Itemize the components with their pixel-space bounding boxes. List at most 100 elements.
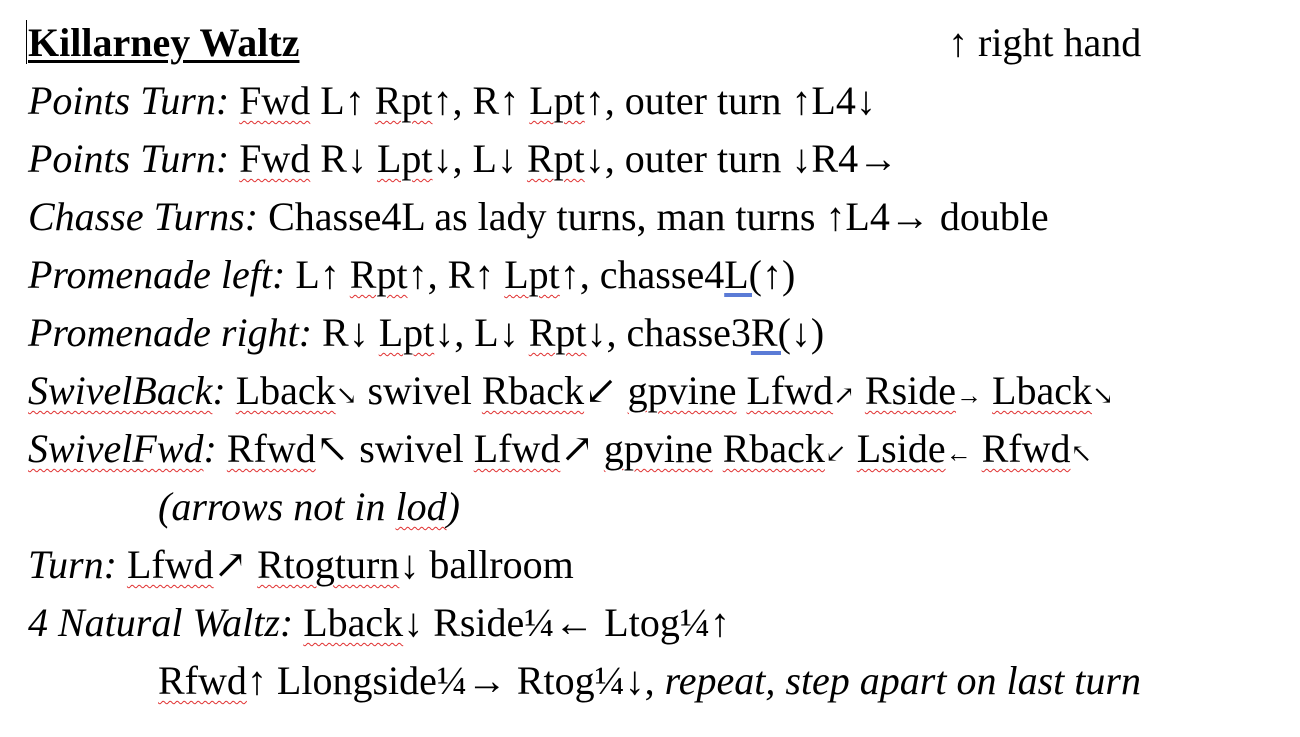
text-run — [618, 368, 628, 413]
text-run — [736, 368, 746, 413]
spell-flagged-word: Rpt — [349, 252, 408, 297]
line-natural-waltz-cont: Rfwd↑ Llongside¼→ Rtog¼↓, repeat, step a… — [158, 652, 1141, 709]
arrow-glyph: → — [956, 381, 983, 410]
text-run — [229, 136, 239, 181]
text-run: R↓ — [310, 136, 377, 181]
spell-flagged-word: Lpt — [378, 310, 435, 355]
line-natural-waltz: 4 Natural Waltz: Lback↓ Rside¼← Ltog¼↑ — [28, 594, 730, 651]
italic-note: repeat, step apart on last turn — [664, 658, 1141, 703]
figure-label: Points Turn: — [28, 136, 230, 181]
arrow-glyph: ← — [945, 439, 972, 468]
figure-label: Promenade right: — [28, 310, 313, 355]
arrow-glyph: ↘ — [335, 381, 358, 410]
spell-flagged-word: Lback — [992, 368, 1092, 413]
spell-flagged-word: Lpt — [376, 136, 433, 181]
text-run — [855, 368, 865, 413]
figure-label: Promenade left: — [28, 252, 286, 297]
text-run — [293, 600, 303, 645]
spell-flagged-word: Rpt — [374, 78, 433, 123]
text-run — [847, 426, 857, 471]
text-run: ↓, chasse3 — [586, 310, 751, 355]
text-run: ↓, L↓ — [434, 310, 529, 355]
figure-label: SwivelFwd — [28, 426, 204, 471]
label-colon: : — [212, 368, 226, 413]
spell-flagged-word: gpvine — [603, 426, 713, 471]
text-run — [972, 426, 982, 471]
text-run: ↑, R↑ — [432, 78, 530, 123]
text-run: ↓, outer turn ↓R4→ — [584, 136, 899, 181]
line-points-turn-2: Points Turn: Fwd R↓ Lpt↓, L↓ Rpt↓, outer… — [28, 130, 898, 187]
spell-flagged-word: Rfwd — [158, 658, 247, 703]
spell-flagged-word: Rpt — [526, 136, 585, 181]
text-run — [982, 368, 992, 413]
line-promenade-left: Promenade left: L↑ Rpt↑, R↑ Lpt↑, chasse… — [28, 246, 795, 303]
figure-label: Chasse Turns: — [28, 194, 259, 239]
line-points-turn-1: Points Turn: Fwd L↑ Rpt↑, R↑ Lpt↑, outer… — [28, 72, 876, 129]
text-run: ↑) — [761, 252, 796, 297]
text-run: ↗ — [213, 542, 258, 587]
line-swivel-fwd: SwivelFwd: Rfwd↖ swivel Lfwd↗ gpvine Rba… — [28, 420, 1092, 477]
text-run — [217, 426, 227, 471]
arrow-glyph: ↖ — [1070, 439, 1093, 468]
figure-label: Turn: — [28, 542, 117, 587]
text-run: L↑ — [285, 252, 350, 297]
spell-flagged-word: Rback — [722, 426, 825, 471]
text-run: ↑, chasse4 — [559, 252, 725, 297]
legend-right-hand: ↑ right hand — [948, 20, 1142, 65]
text-run: ↓, L↓ — [432, 136, 527, 181]
line-turn: Turn: Lfwd↗ Rtogturn↓ ballroom — [28, 536, 574, 593]
text-run: swivel — [349, 426, 474, 471]
text-run — [594, 426, 604, 471]
spell-flagged-word: Rfwd — [981, 426, 1071, 471]
line-promenade-right: Promenade right: R↓ Lpt↓, L↓ Rpt↓, chass… — [28, 304, 824, 361]
text-run: ↑ Llongside¼→ Rtog¼↓, — [246, 658, 665, 703]
figure-label: SwivelBack — [28, 368, 213, 413]
spell-flagged-word: Rback — [481, 368, 585, 413]
figure-label: Points Turn: — [28, 78, 230, 123]
arrow-glyph: ↙ — [824, 439, 847, 468]
line-swivel-back: SwivelBack: Lback↘ swivel Rback↙ gpvine … — [28, 362, 1114, 419]
text-run: swivel — [357, 368, 482, 413]
spell-flagged-word: Rfwd — [226, 426, 316, 471]
spell-flagged-word: Lback — [303, 600, 404, 645]
grammar-flagged-text: R( — [750, 310, 791, 355]
line-swivel-note: (arrows not in lod) — [158, 478, 460, 535]
text-run: ) — [446, 484, 460, 529]
document-title: Killarney Waltz — [28, 20, 300, 65]
spell-flagged-word: Lback — [235, 368, 336, 413]
text-run — [713, 426, 723, 471]
text-run: L↑ — [310, 78, 375, 123]
spell-flagged-word: Fwd — [239, 78, 311, 123]
text-run: ↓ Rside¼← Ltog¼↑ — [403, 600, 730, 645]
spell-flagged-word: Lfwd — [473, 426, 561, 471]
spell-flagged-word: Lpt — [529, 78, 585, 123]
text-run: ↑, R↑ — [407, 252, 505, 297]
text-run: ↓) — [790, 310, 825, 355]
text-cursor — [26, 20, 27, 64]
line-chasse-turns: Chasse Turns: Chasse4L as lady turns, ma… — [28, 188, 1049, 245]
arrow-glyph: ↘ — [1091, 381, 1114, 410]
text-run: (arrows not in — [158, 484, 396, 529]
text-run — [229, 78, 239, 123]
arrow-glyph: ↖ — [315, 426, 350, 471]
spell-flagged-word: Lfwd — [126, 542, 214, 587]
spell-flagged-word: lod — [395, 484, 447, 529]
spell-flagged-word: gpvine — [627, 368, 737, 413]
arrow-glyph: ↙ — [584, 368, 618, 413]
text-run: ↓ ballroom — [399, 542, 574, 587]
arrow-glyph: ↗ — [560, 426, 594, 471]
spell-flagged-word: Fwd — [239, 136, 311, 181]
spell-flagged-word: Rtogturn — [257, 542, 400, 587]
text-run — [117, 542, 127, 587]
figure-label: 4 Natural Waltz: — [28, 600, 294, 645]
spell-flagged-word: Lpt — [504, 252, 560, 297]
text-run: Chasse4L as lady turns, man turns ↑L4→ d… — [258, 194, 1049, 239]
spell-flagged-word: Rside — [864, 368, 957, 413]
spell-flagged-word: Rpt — [528, 310, 587, 355]
spell-flagged-word: Lfwd — [746, 368, 834, 413]
title-line: Killarney Waltz — [28, 14, 299, 71]
grammar-flagged-text: L( — [724, 252, 762, 297]
text-run: ↑, outer turn ↑L4↓ — [584, 78, 876, 123]
arrow-glyph: ↗ — [833, 381, 855, 410]
